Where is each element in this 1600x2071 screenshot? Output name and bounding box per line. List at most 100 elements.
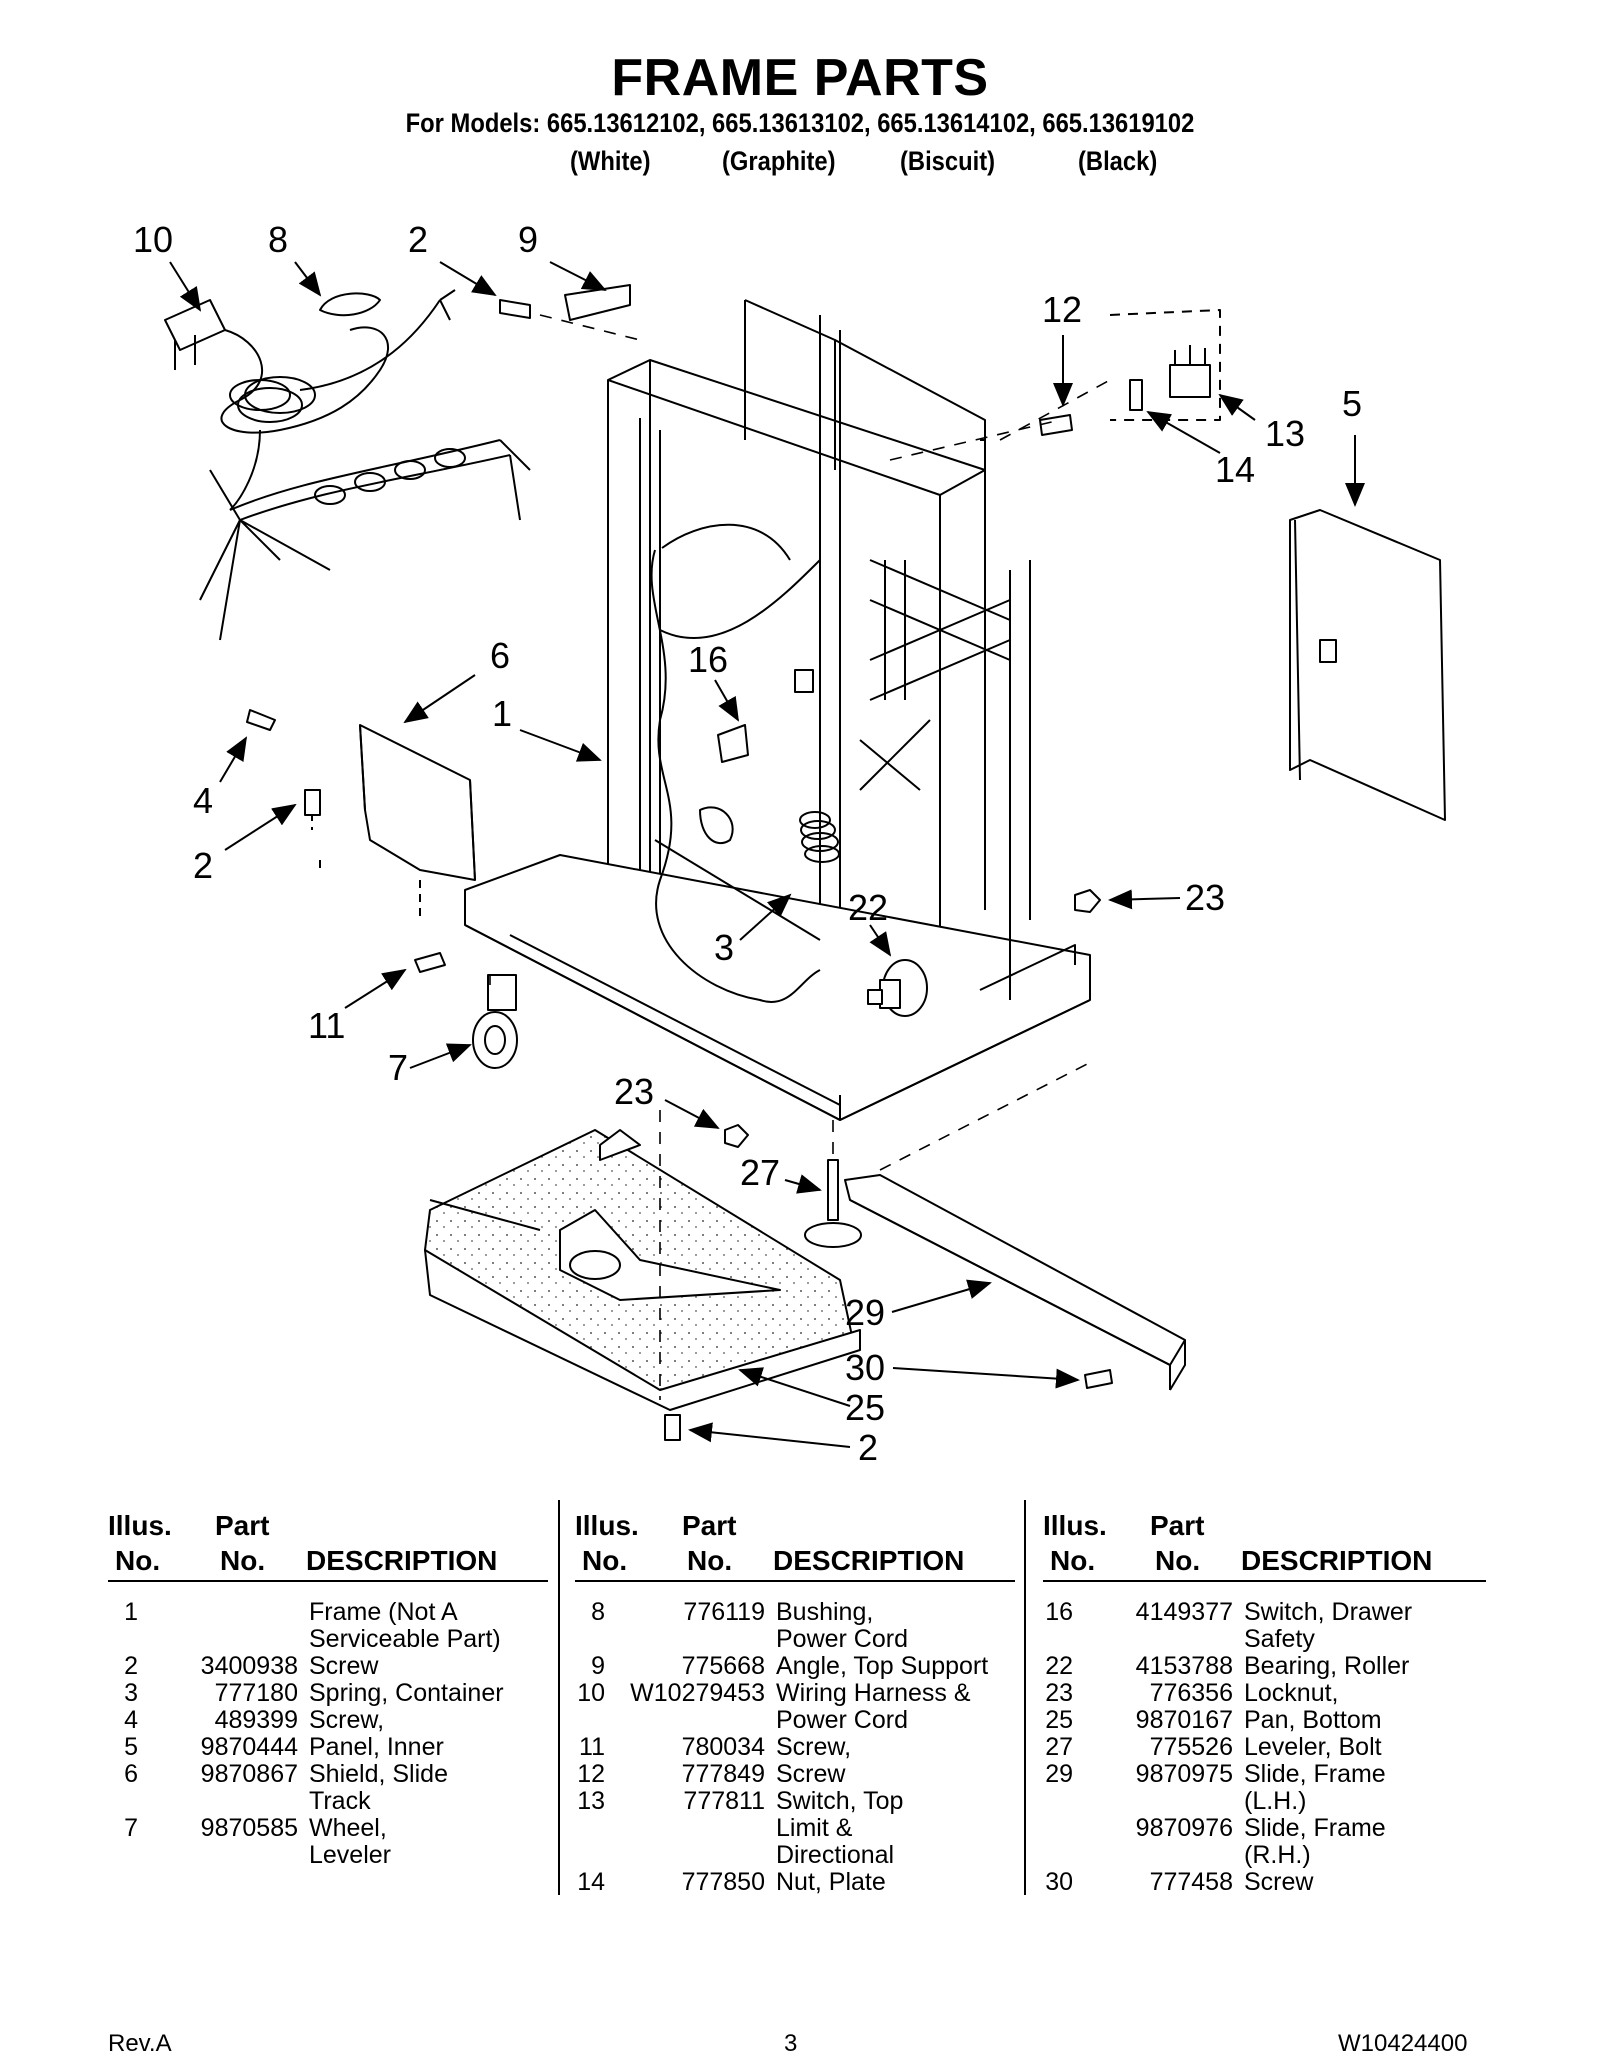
row-description: Limit & <box>776 1814 853 1842</box>
row-description: Power Cord <box>776 1706 908 1734</box>
row-part-no: 489399 <box>214 1706 298 1734</box>
spring-container <box>799 811 840 863</box>
header-part-no: No. <box>687 1545 733 1576</box>
header-illus: Illus. <box>108 1510 172 1541</box>
row-description: Locknut, <box>1244 1679 1339 1707</box>
callout-14: 14 <box>1215 449 1256 490</box>
row-description: Wheel, <box>309 1814 387 1842</box>
row-description: Screw <box>309 1652 379 1680</box>
row-description: Slide, Frame <box>1244 1814 1386 1842</box>
row-part-no: 3400938 <box>200 1652 298 1680</box>
row-part-no: 776119 <box>683 1598 765 1626</box>
row-illus-no: 25 <box>1045 1706 1073 1734</box>
row-illus-no: 30 <box>1045 1868 1073 1896</box>
callout-2-left: 2 <box>193 845 214 886</box>
row-part-no: 776356 <box>1149 1679 1233 1707</box>
row-illus-no: 11 <box>579 1733 605 1761</box>
row-part-no: 9870167 <box>1135 1706 1233 1734</box>
models-line: For Models: 665.13612102, 665.13613102, … <box>405 108 1195 138</box>
row-description: Directional <box>776 1841 895 1869</box>
callout-2-bottom: 2 <box>858 1427 879 1468</box>
row-description: Power Cord <box>776 1625 908 1653</box>
row-illus-no: 4 <box>124 1706 138 1734</box>
callout-13: 13 <box>1265 413 1306 454</box>
row-illus-no: 10 <box>577 1679 605 1707</box>
row-part-no: 777180 <box>214 1679 298 1707</box>
bottom-pan <box>424 1129 861 1411</box>
row-illus-no: 22 <box>1045 1652 1073 1680</box>
row-description: Screw <box>1244 1868 1314 1896</box>
row-illus-no: 5 <box>124 1733 138 1761</box>
header-rule <box>575 1580 1015 1582</box>
row-part-no: 777849 <box>681 1760 765 1788</box>
row-description: Safety <box>1244 1625 1315 1653</box>
callout-11: 11 <box>308 1005 346 1046</box>
callout-23-bottom: 23 <box>614 1071 655 1112</box>
color-black: (Black) <box>1078 146 1158 176</box>
row-description: (R.H.) <box>1244 1841 1311 1869</box>
row-description: Slide, Frame <box>1244 1760 1386 1788</box>
row-description: Serviceable Part) <box>309 1625 501 1653</box>
row-illus-no: 9 <box>591 1652 605 1680</box>
callout-4: 4 <box>193 780 214 821</box>
row-illus-no: 13 <box>577 1787 605 1815</box>
row-description: Shield, Slide <box>309 1760 448 1788</box>
header-part-no: No. <box>220 1545 266 1576</box>
row-description: Screw, <box>309 1706 385 1734</box>
row-description: Leveler, Bolt <box>1244 1733 1382 1761</box>
row-description: Nut, Plate <box>776 1868 886 1896</box>
header-description: DESCRIPTION <box>1241 1545 1433 1576</box>
row-description: Track <box>309 1787 371 1815</box>
row-description: Bushing, <box>776 1598 874 1626</box>
header-illus: Illus. <box>575 1510 639 1541</box>
header-illus-no: No. <box>582 1545 628 1576</box>
header-illus-no: No. <box>1050 1545 1096 1576</box>
row-description: Bearing, Roller <box>1244 1652 1410 1680</box>
callout-23-right: 23 <box>1185 877 1226 918</box>
row-part-no: 777850 <box>681 1868 765 1896</box>
row-illus-no: 7 <box>124 1814 138 1842</box>
frame-outline <box>464 299 1091 1121</box>
header-part-no: No. <box>1155 1545 1201 1576</box>
callout-8: 8 <box>268 219 289 260</box>
header-part: Part <box>215 1510 270 1541</box>
row-part-no: 775526 <box>1149 1733 1233 1761</box>
row-part-no: 775668 <box>681 1652 765 1680</box>
callout-2: 2 <box>408 219 429 260</box>
color-graphite: (Graphite) <box>722 146 836 176</box>
header-illus-no: No. <box>115 1545 161 1576</box>
header-part: Part <box>682 1510 737 1541</box>
wheel-leveler <box>472 974 518 1069</box>
row-illus-no: 14 <box>577 1868 605 1896</box>
row-part-no: 9870444 <box>200 1733 298 1761</box>
row-description: Screw, <box>776 1733 852 1761</box>
row-part-no: W10279453 <box>630 1679 765 1707</box>
page-title: FRAME PARTS <box>611 49 989 107</box>
row-part-no: 780034 <box>681 1733 765 1761</box>
callout-1: 1 <box>492 693 513 734</box>
callout-29: 29 <box>845 1292 886 1333</box>
row-illus-no: 12 <box>577 1760 605 1788</box>
callout-9: 9 <box>518 219 539 260</box>
row-description: Panel, Inner <box>309 1733 444 1761</box>
row-part-no: 777811 <box>683 1787 765 1815</box>
row-illus-no: 27 <box>1045 1733 1073 1761</box>
header-rule <box>108 1580 548 1582</box>
callout-30: 30 <box>845 1347 886 1388</box>
row-illus-no: 8 <box>591 1598 605 1626</box>
row-illus-no: 2 <box>124 1652 138 1680</box>
row-description: Frame (Not A <box>309 1598 458 1626</box>
wiring-harness <box>164 289 531 641</box>
callout-16: 16 <box>688 639 729 680</box>
callout-3: 3 <box>714 927 735 968</box>
row-part-no: 9870975 <box>1135 1760 1233 1788</box>
bearing-roller <box>867 959 928 1017</box>
callout-5: 5 <box>1342 383 1363 424</box>
row-part-no: 4149377 <box>1135 1598 1233 1626</box>
row-part-no: 9870976 <box>1135 1814 1233 1842</box>
callout-25: 25 <box>845 1387 886 1428</box>
row-description: Angle, Top Support <box>776 1652 989 1680</box>
row-part-no: 9870867 <box>200 1760 298 1788</box>
row-illus-no: 1 <box>124 1598 138 1626</box>
row-part-no: 4153788 <box>1135 1652 1233 1680</box>
